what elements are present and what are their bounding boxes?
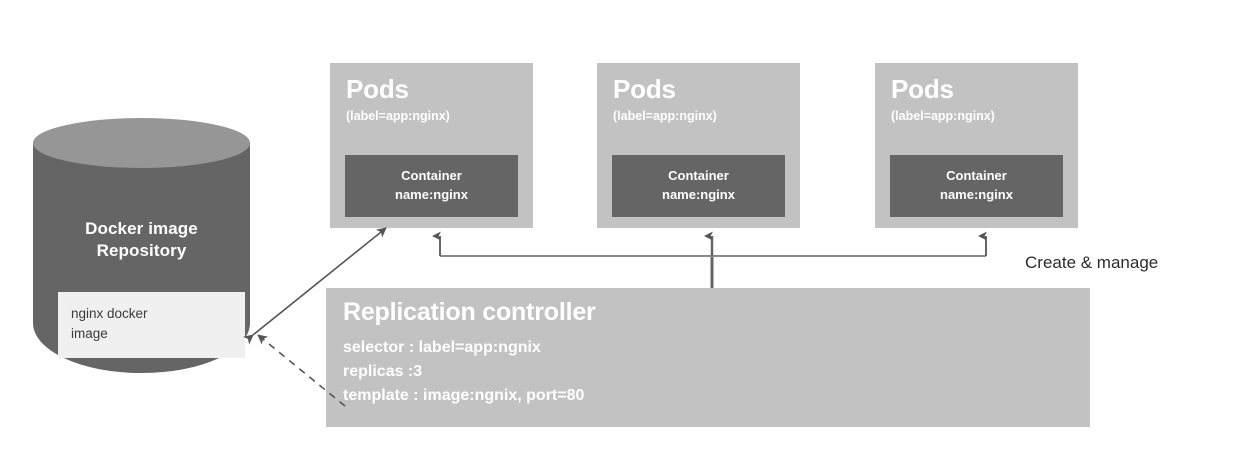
cylinder-top-ellipse: [33, 118, 250, 168]
pod-3-label: (label=app:nginx): [891, 109, 995, 123]
docker-image-repository-cylinder: Docker image Repository nginx docker ima…: [33, 118, 250, 398]
replication-controller-replicas: replicas :3: [343, 363, 423, 380]
pod-3-container-title: Container: [946, 168, 1007, 183]
nginx-docker-image-line-1: nginx docker: [71, 306, 148, 321]
replication-controller-template: template : image:ngnix, port=80: [343, 387, 585, 404]
pod-1: Pods (label=app:nginx) Container name:ng…: [330, 63, 533, 228]
pod-2-container: Container name:nginx: [612, 155, 785, 217]
replication-controller-box: Replication controller selector : label=…: [326, 288, 1090, 427]
repository-title: Docker image Repository: [33, 218, 250, 262]
pod-1-title: Pods: [346, 74, 409, 104]
pod-1-container-text: Container name:nginx: [345, 166, 518, 204]
nginx-docker-image-label: nginx docker image: [71, 304, 148, 344]
pod-2-container-text: Container name:nginx: [612, 166, 785, 204]
pod-2-label: (label=app:nginx): [613, 109, 717, 123]
pod-2: Pods (label=app:nginx) Container name:ng…: [597, 63, 800, 228]
pod-2-title: Pods: [613, 74, 676, 104]
repository-title-line-2: Repository: [96, 241, 187, 260]
pod-2-container-title: Container: [668, 168, 729, 183]
replication-controller-spec: selector : label=app:ngnix replicas :3 t…: [343, 336, 584, 408]
controller-to-pods-connector: [432, 231, 987, 288]
replication-controller-title: Replication controller: [343, 298, 596, 326]
pod-1-container-title: Container: [401, 168, 462, 183]
pod-1-container: Container name:nginx: [345, 155, 518, 217]
pod-3-title: Pods: [891, 74, 954, 104]
create-and-manage-label: Create & manage: [1025, 253, 1159, 272]
pod-1-label: (label=app:nginx): [346, 109, 450, 123]
pod-3-container: Container name:nginx: [890, 155, 1063, 217]
pod-3-container-text: Container name:nginx: [890, 166, 1063, 204]
pod-3: Pods (label=app:nginx) Container name:ng…: [875, 63, 1078, 228]
nginx-docker-image-line-2: image: [71, 326, 108, 341]
replication-controller-selector: selector : label=app:ngnix: [343, 339, 541, 356]
repository-title-line-1: Docker image: [85, 219, 198, 238]
nginx-docker-image-box: nginx docker image: [58, 292, 245, 358]
pod-3-container-name: name:nginx: [940, 187, 1013, 202]
pod-2-container-name: name:nginx: [662, 187, 735, 202]
pod-1-container-name: name:nginx: [395, 187, 468, 202]
